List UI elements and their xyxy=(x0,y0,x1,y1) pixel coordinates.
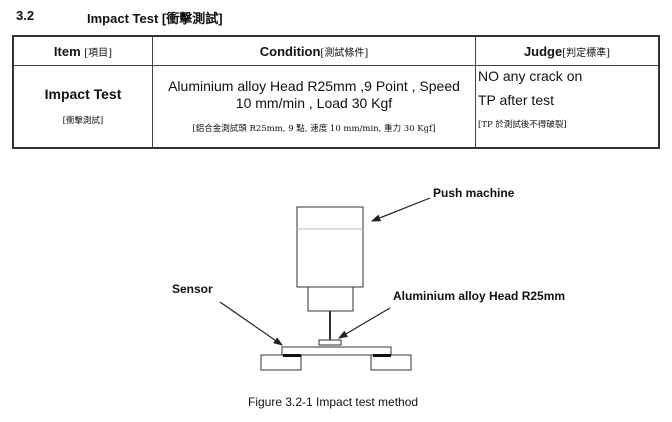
label-head: Aluminium alloy Head R25mm xyxy=(393,289,566,303)
sensor-arrow xyxy=(219,301,283,346)
condition-text: Aluminium alloy Head R25mm ,9 Point , Sp… xyxy=(168,78,460,112)
push-machine-lower-block xyxy=(307,286,354,312)
judge-line-2: TP after test xyxy=(478,92,554,108)
push-machine-arrow xyxy=(370,197,431,222)
impact-test-table: Item [項目] Condition[測試條件] Judge[判定標準] Im… xyxy=(12,35,660,149)
item-name-cn: [衝擊測試] xyxy=(62,116,104,127)
sensor-left xyxy=(283,354,301,357)
test-plate xyxy=(281,346,392,356)
header-en: Judge xyxy=(523,43,563,59)
cell-item: Impact Test [衝擊測試] xyxy=(12,65,153,148)
header-condition: Condition[測試條件] xyxy=(152,35,476,66)
label-sensor: Sensor xyxy=(172,282,213,296)
figure-caption: Figure 3.2-1 Impact test method xyxy=(248,395,419,409)
item-name: Impact Test xyxy=(44,86,122,103)
judge-text-cn: [TP 於測試後不得破裂] xyxy=(478,120,567,130)
label-push-machine: Push machine xyxy=(433,186,515,200)
sensor-right xyxy=(373,354,391,357)
header-cn: [測試條件] xyxy=(320,47,369,59)
table-header-row: Item [項目] Condition[測試條件] Judge[判定標準] xyxy=(12,35,660,66)
push-machine-body xyxy=(296,206,364,288)
condition-text-cn: [鋁合金測試頭 R25mm, 9 點, 速度 10 mm/min, 重力 30 … xyxy=(192,124,436,135)
head-arrow xyxy=(337,307,391,339)
cell-judge: NO any crack on TP after test [TP 於測試後不得… xyxy=(475,65,660,148)
header-en: Condition xyxy=(259,43,321,59)
header-cn: [判定標準] xyxy=(562,47,611,59)
support-right xyxy=(370,354,412,371)
judge-line-1: NO any crack on xyxy=(478,68,583,84)
section-number: 3.2 xyxy=(16,8,35,23)
header-en: Item xyxy=(53,43,85,59)
cell-condition: Aluminium alloy Head R25mm ,9 Point , Sp… xyxy=(152,65,476,148)
support-left xyxy=(260,354,302,371)
table-row: Impact Test [衝擊測試] Aluminium alloy Head … xyxy=(12,65,660,148)
header-cn: [項目] xyxy=(84,47,113,59)
aluminium-head xyxy=(318,339,342,346)
section-title: Impact Test [衝擊測試] xyxy=(87,11,223,26)
